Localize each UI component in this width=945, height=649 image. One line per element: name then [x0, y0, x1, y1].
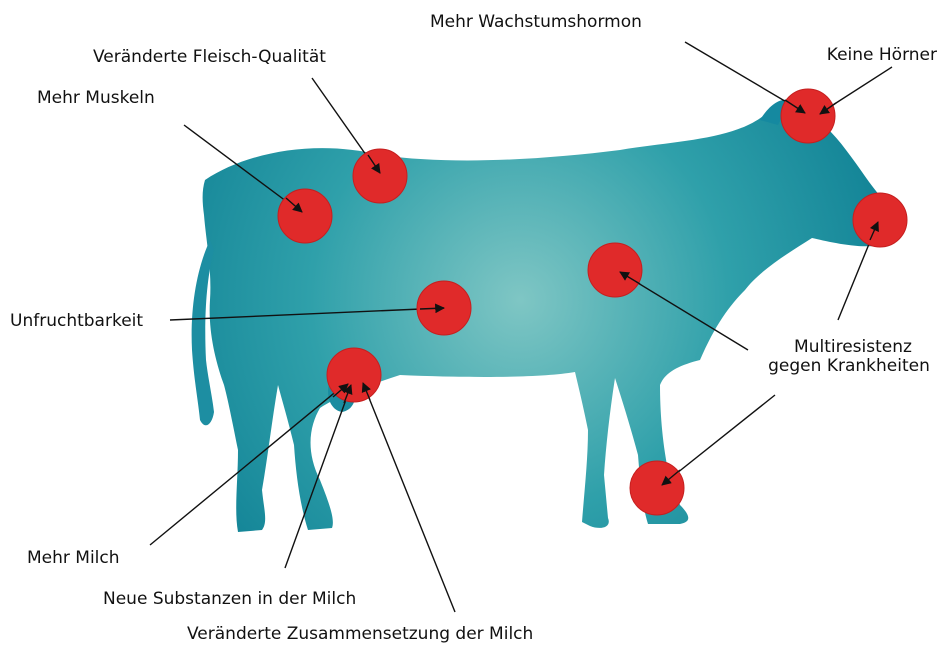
label-new-substances: Neue Substanzen in der Milch — [103, 589, 356, 609]
cow-body — [203, 100, 899, 532]
marker-nose — [853, 193, 907, 247]
marker-head — [781, 89, 835, 143]
label-more-muscles: Mehr Muskeln — [37, 88, 155, 108]
label-no-horns: Keine Hörner — [827, 45, 937, 65]
marker-shoulder — [278, 189, 332, 243]
marker-flank — [588, 243, 642, 297]
marker-back — [353, 149, 407, 203]
label-growth-hormone: Mehr Wachstumshormon — [430, 12, 642, 32]
label-milk-composition: Veränderte Zusammensetzung der Milch — [187, 624, 533, 644]
leader-milk-composition — [363, 383, 455, 612]
label-meat-quality: Veränderte Fleisch-Qualität — [93, 47, 326, 67]
marker-hoof — [630, 461, 684, 515]
marker-udder — [327, 348, 381, 402]
label-infertility: Unfruchtbarkeit — [10, 311, 143, 331]
label-multiresistance-line1: Multiresistenz — [794, 337, 912, 357]
label-more-milk: Mehr Milch — [27, 548, 120, 568]
leader-growth-hormone — [685, 42, 800, 110]
cow-silhouette — [192, 100, 899, 532]
label-multiresistance-line2: gegen Krankheiten — [768, 356, 930, 376]
